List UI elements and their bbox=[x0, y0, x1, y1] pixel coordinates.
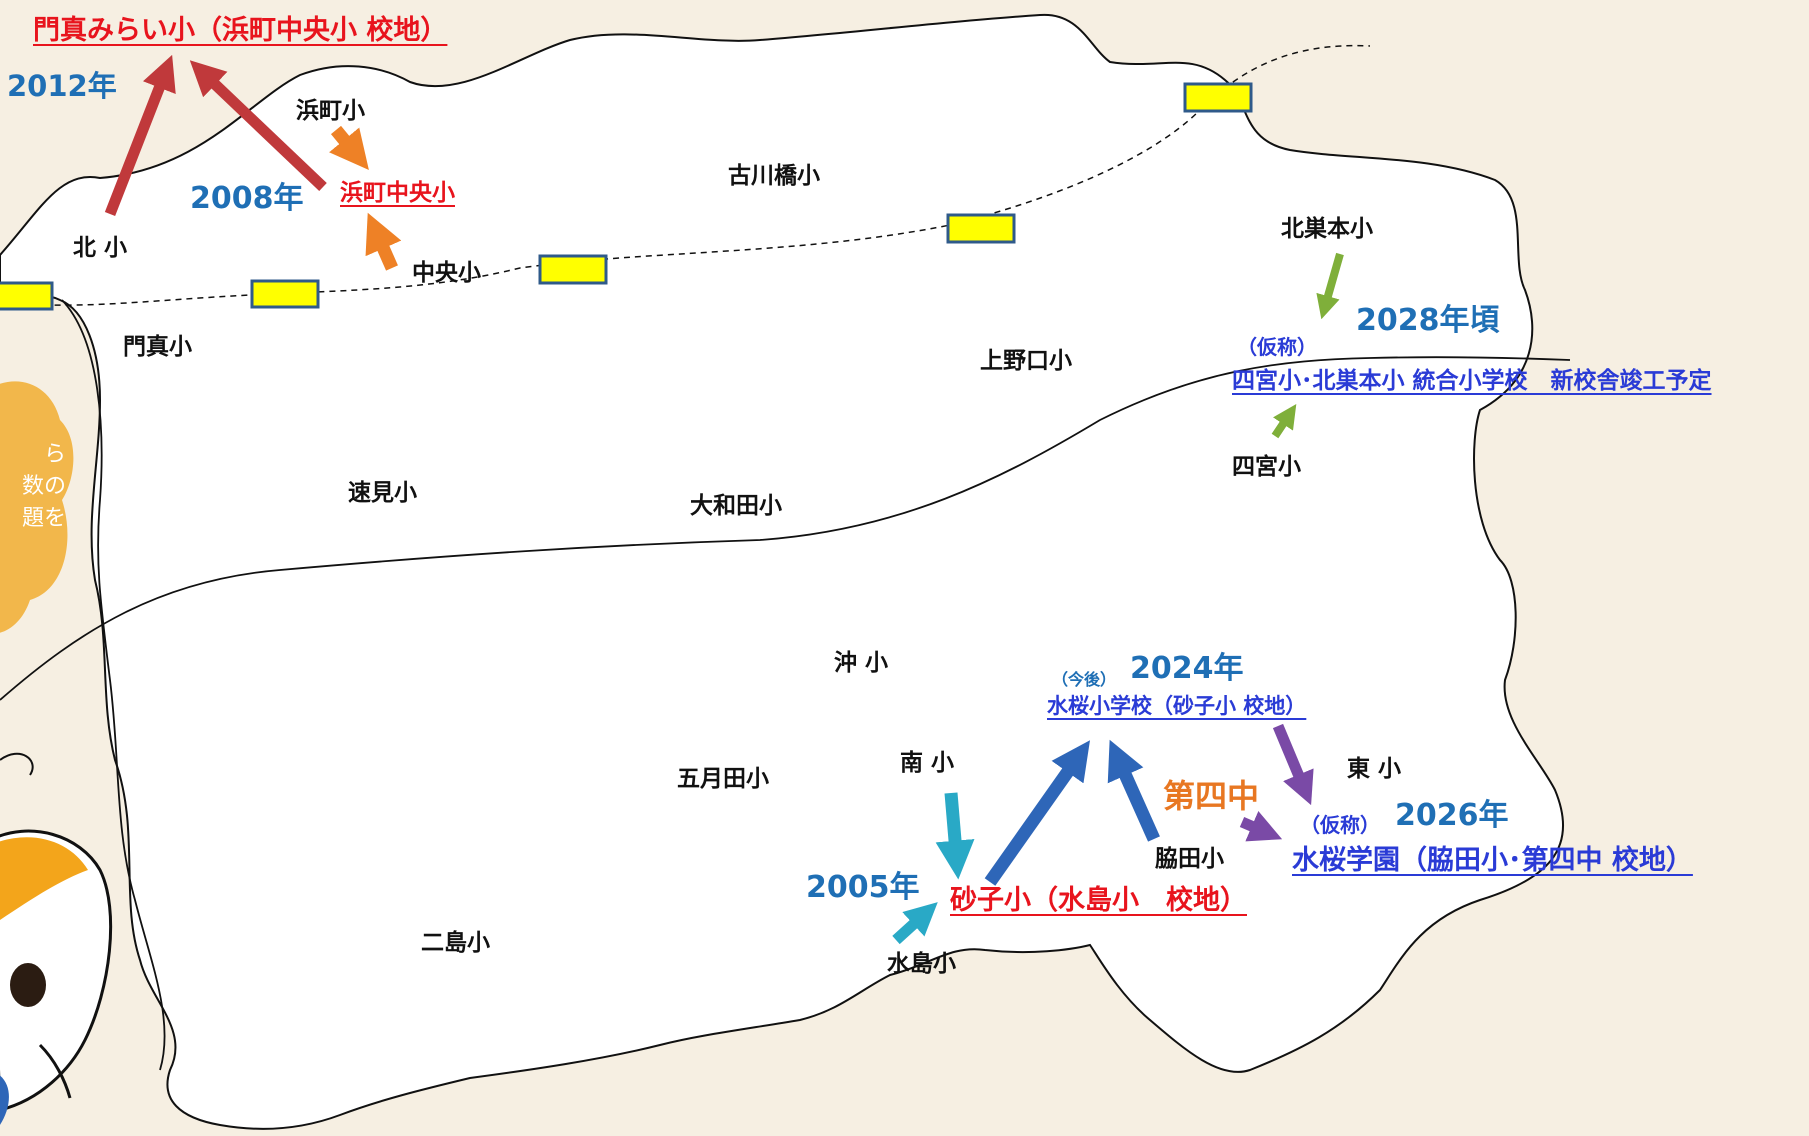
label-owada: 大和田小 bbox=[690, 493, 782, 519]
label-kadoma: 門真小 bbox=[123, 334, 192, 360]
label-tentative-s: （仮称） bbox=[1300, 813, 1380, 837]
arrow-shinomiya-to-new bbox=[1271, 404, 1297, 439]
label-future-note: （今後） bbox=[1052, 670, 1117, 689]
label-chuo: 中央小 bbox=[412, 260, 481, 286]
label-wakita: 脇田小 bbox=[1155, 846, 1224, 872]
bubble-line: ら bbox=[43, 442, 66, 467]
year-2026: 2026年 bbox=[1395, 798, 1509, 833]
city-boundary bbox=[0, 13, 1565, 1130]
district-line-west bbox=[61, 299, 166, 1071]
label-tentative-ne: （仮称） bbox=[1237, 335, 1317, 359]
label-hayami: 速見小 bbox=[348, 480, 417, 506]
bubble-line: 題を bbox=[21, 505, 66, 531]
label-oki: 沖 小 bbox=[834, 650, 889, 676]
arrow-hamamachi-to-hamachuo bbox=[329, 125, 369, 171]
year-2008: 2008年 bbox=[190, 181, 304, 216]
bubble-text: ら 数の 題を bbox=[0, 439, 66, 535]
arrow-wakita-to-mizusakura bbox=[1107, 739, 1160, 842]
arrow-hamachuo-to-mirai bbox=[189, 60, 327, 191]
label-dai4chu: 第四中 bbox=[1163, 777, 1260, 815]
label-hamamachi: 浜町小 bbox=[296, 98, 365, 124]
label-futajima: 二島小 bbox=[421, 930, 490, 956]
year-2005: 2005年 bbox=[806, 870, 920, 905]
label-mizusakura-gakuen: 水桜学園（脇田小･第四中 校地） bbox=[1292, 845, 1693, 876]
label-furukawabashi: 古川橋小 bbox=[728, 163, 820, 189]
label-uenoguchi: 上野口小 bbox=[980, 348, 1072, 374]
label-kadoma-mirai: 門真みらい小（浜町中央小 校地） bbox=[33, 15, 448, 46]
arrow-minami-to-sunako bbox=[935, 792, 975, 880]
arrow-chuo-to-hamachuo bbox=[365, 212, 402, 271]
label-mizusakura-elementary: 水桜小学校（砂子小 校地） bbox=[1047, 694, 1307, 718]
label-satsukida: 五月田小 bbox=[677, 766, 769, 792]
arrow-kitasumoto-to-new bbox=[1316, 252, 1344, 320]
cat-mascot-icon bbox=[0, 752, 113, 1125]
label-kitasumoto: 北巣本小 bbox=[1281, 216, 1373, 242]
label-minami: 南 小 bbox=[900, 750, 955, 776]
label-mizushima: 水島小 bbox=[887, 951, 956, 977]
station-markers bbox=[0, 82, 1253, 311]
station-marker-icon bbox=[0, 281, 54, 311]
station-marker-icon bbox=[250, 279, 320, 309]
year-2012: 2012年 bbox=[7, 69, 117, 103]
label-kita: 北 小 bbox=[73, 235, 128, 261]
station-marker-icon bbox=[946, 213, 1016, 244]
arrow-mizushima-to-sunako bbox=[892, 902, 938, 945]
bubble-line: 数の bbox=[21, 473, 66, 499]
label-shinomiya: 四宮小 bbox=[1232, 454, 1301, 480]
district-line-central bbox=[0, 356, 1571, 701]
label-higashi: 東 小 bbox=[1347, 756, 1402, 782]
arrow-sunako-to-mizusakura bbox=[984, 740, 1090, 886]
year-2028: 2028年頃 bbox=[1356, 303, 1500, 338]
speech-bubble-icon bbox=[0, 381, 74, 633]
year-2024: 2024年 bbox=[1130, 651, 1244, 686]
arrow-kita-to-mirai bbox=[104, 54, 176, 217]
label-hamamachi-chuo: 浜町中央小 bbox=[340, 180, 455, 206]
station-marker-icon bbox=[538, 254, 608, 285]
arrow-dai4chu-to-gakuen bbox=[1239, 811, 1283, 842]
label-sunako: 砂子小（水島小 校地） bbox=[950, 885, 1247, 916]
arrow-mizusakura-to-gakuen bbox=[1272, 723, 1314, 806]
label-new-integrated-school: 四宮小･北巣本小 統合小学校 新校舎竣工予定 bbox=[1232, 368, 1712, 394]
station-marker-icon bbox=[1183, 82, 1253, 113]
